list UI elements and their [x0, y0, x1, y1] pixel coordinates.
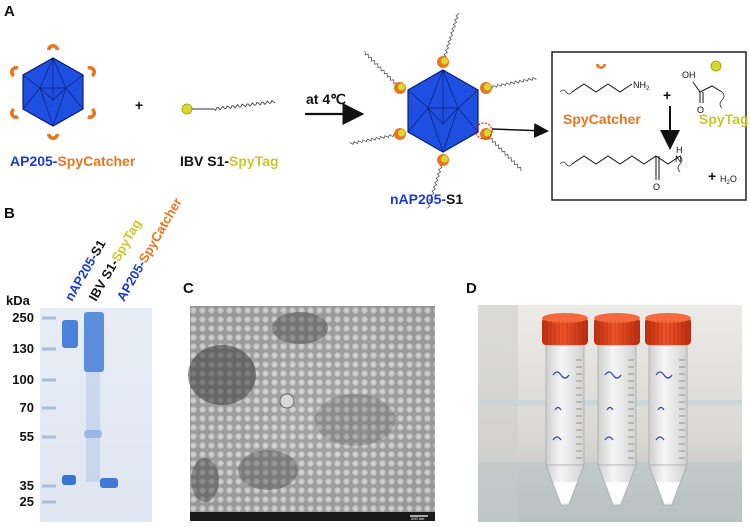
svg-text:NH2: NH2: [633, 80, 650, 92]
gel-smear: [86, 372, 100, 482]
chemistry-box: NH2 SpyCatcher + OH O SpyTag H N O + H2O: [551, 51, 749, 201]
plus-sign: +: [135, 97, 143, 113]
panel-label-d: D: [466, 280, 477, 297]
marker-band: [42, 500, 56, 504]
svg-text:OH: OH: [682, 70, 696, 80]
svg-text:O: O: [653, 182, 660, 192]
nap205-s1-label: nAP205-S1: [390, 191, 463, 207]
spycatcher-icon: [596, 64, 606, 69]
marker-band: [42, 316, 56, 320]
spycatcher-icons: [10, 44, 96, 140]
spycatcher-icon: [10, 107, 19, 119]
tem-info-bar: [190, 512, 435, 521]
handwriting-mark: [552, 371, 570, 441]
marker-label: 250: [12, 310, 34, 325]
ap205-spycatcher-label: AP205-SpyCatcher: [10, 153, 136, 169]
panel-label-a: A: [4, 3, 15, 20]
svg-text:+: +: [708, 168, 716, 184]
marker-label: 100: [12, 372, 34, 387]
spycatcher-text: SpyCatcher: [563, 111, 641, 127]
centrifuge-tube: [594, 313, 640, 506]
spycatcher-icon: [47, 131, 59, 140]
handwriting-mark: [604, 371, 622, 441]
s1-chain-icon: [442, 13, 460, 63]
tube-cap: [542, 313, 588, 345]
spytag-icon: [710, 60, 722, 72]
scale-bar-label: 200 nm: [411, 516, 425, 521]
s1-chain-icon: [485, 133, 522, 172]
marker-band: [42, 406, 56, 410]
gel-band: [100, 478, 118, 488]
ibv-s1-spytag-label: IBV S1-SpyTag: [180, 153, 279, 169]
marker-band: [42, 347, 56, 351]
conjugate-icon: [437, 56, 449, 68]
s1-chain-icon: [426, 159, 444, 209]
spycatcher-icon: [10, 66, 19, 78]
panel-label-b: B: [4, 205, 15, 222]
svg-text:H: H: [676, 145, 683, 155]
marker-band: [42, 435, 56, 439]
highlight-circle: [475, 122, 493, 140]
svg-text:N: N: [675, 154, 682, 164]
marker-label: 130: [12, 341, 34, 356]
tube-cap: [645, 313, 691, 345]
nap205-s1-particle: [349, 13, 537, 209]
gel-band: [84, 430, 102, 438]
marker-band: [42, 484, 56, 488]
tube-cap: [594, 313, 640, 345]
plus-sign: +: [663, 87, 671, 103]
s1-chain-icon: [364, 50, 401, 89]
marker-label: 55: [20, 429, 34, 444]
conjugate-icon: [394, 82, 406, 94]
conjugate-icons: [394, 56, 492, 166]
handwriting-mark: [655, 371, 673, 441]
ibv-s1-spytag-ligand: [181, 99, 276, 115]
centrifuge-tube: [645, 313, 691, 506]
tubes: [542, 313, 691, 506]
icosahedron-facets: [22, 57, 84, 127]
conjugate-icon: [394, 128, 406, 140]
gel-bands: [62, 312, 118, 488]
condition-label: at 4℃: [306, 91, 346, 107]
aspartate-chain: [692, 81, 723, 93]
tem-micrograph: 200 nm: [188, 306, 435, 521]
s1-chain-icon: [349, 132, 401, 145]
marker-label: 70: [20, 400, 34, 415]
tube-photo: [478, 305, 742, 522]
marker-label: 25: [20, 494, 34, 509]
isopeptide-chain: [571, 155, 681, 165]
centrifuge-tube: [542, 313, 588, 506]
kda-unit: kDa: [6, 293, 31, 308]
marker-label: 35: [20, 478, 34, 493]
water-formula: H2O: [720, 174, 737, 186]
spycatcher-icon: [87, 107, 96, 119]
s1-chain-icon: [213, 99, 276, 111]
spycatcher-icon: [47, 44, 59, 53]
spytag-icon: [181, 103, 193, 115]
svg-text:O: O: [697, 105, 704, 115]
s1-chains: [349, 13, 537, 209]
ap205-spycatcher-particle: [10, 44, 96, 140]
gel-band: [84, 312, 104, 372]
conjugate-icon: [437, 154, 449, 166]
conjugate-icon: [480, 82, 492, 94]
spytag-text: SpyTag: [699, 111, 749, 127]
marker-band: [42, 378, 56, 382]
zoom-arrow: [491, 123, 549, 139]
panel-label-c: C: [183, 280, 194, 297]
s1-chain-icon: [485, 77, 537, 90]
spycatcher-icon: [87, 66, 96, 78]
conjugate-icon: [480, 128, 492, 140]
gel-band: [62, 475, 76, 485]
gel-band: [62, 320, 78, 348]
lysine-chain: [571, 83, 633, 93]
